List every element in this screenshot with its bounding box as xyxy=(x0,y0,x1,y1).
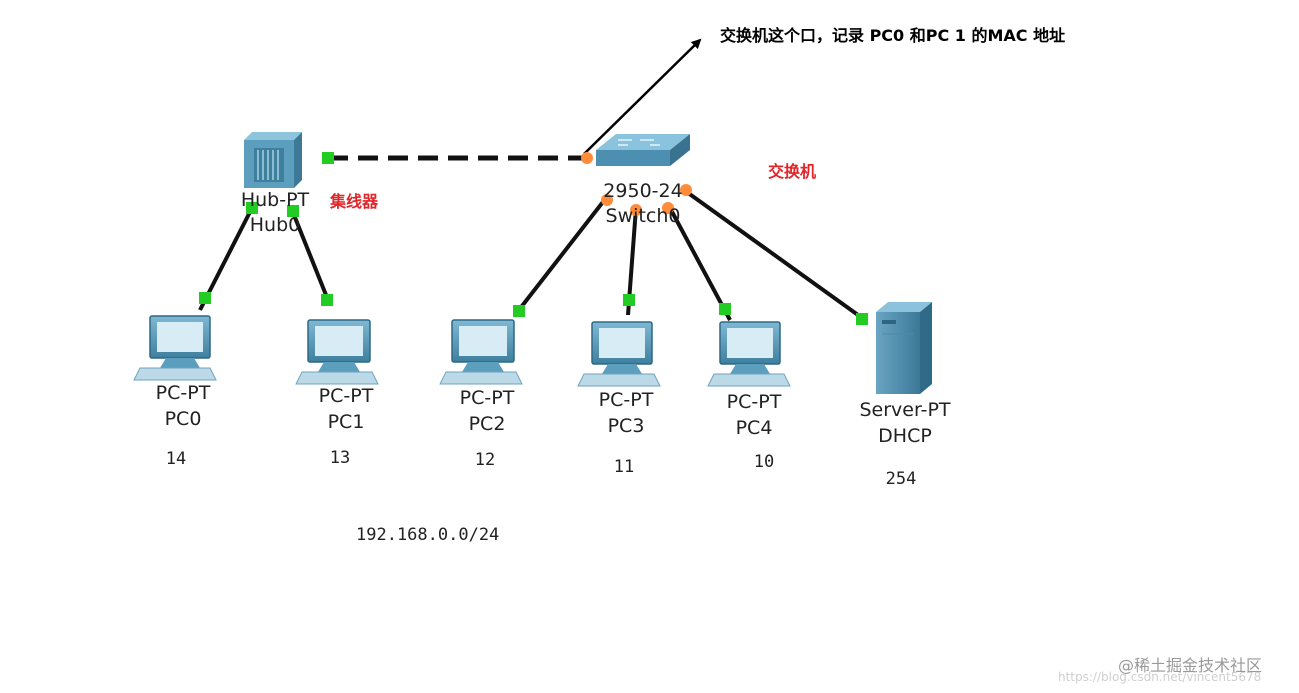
switch-note-label: 交换机 xyxy=(768,162,817,181)
port-up-indicator xyxy=(321,294,333,306)
pc3-device-icon[interactable] xyxy=(577,321,661,387)
port-up-indicator xyxy=(246,202,258,214)
pc4-model-label: PC-PT xyxy=(726,391,782,413)
pc2-name-label: PC2 xyxy=(468,413,506,435)
port-pending-indicator xyxy=(680,184,692,196)
cables xyxy=(198,155,867,322)
annotation-text: 交换机这个口，记录 PC0 和PC 1 的MAC 地址 xyxy=(720,26,1066,45)
port-up-indicator xyxy=(719,303,731,315)
pc1-host-label: 13 xyxy=(329,448,351,468)
port-up-indicator xyxy=(856,313,868,325)
cable-switch-pc2[interactable] xyxy=(513,196,608,317)
server-host-label: 254 xyxy=(885,469,917,489)
pc4-host-label: 10 xyxy=(753,452,775,472)
cable-hub-pc1[interactable] xyxy=(290,209,332,306)
pc4-device-icon[interactable] xyxy=(707,321,791,387)
port-up-indicator xyxy=(513,305,525,317)
port-pending-indicator xyxy=(662,202,674,214)
pc3-model-label: PC-PT xyxy=(598,389,654,411)
annotation-arrow xyxy=(583,38,702,155)
pc0-model-label: PC-PT xyxy=(155,382,211,404)
server-model-label: Server-PT xyxy=(859,399,951,421)
port-up-indicator xyxy=(287,205,299,217)
pc3-name-label: PC3 xyxy=(607,415,645,437)
hub-model-label: Hub-PT xyxy=(240,189,310,211)
pc0-name-label: PC0 xyxy=(164,408,202,430)
pc1-name-label: PC1 xyxy=(327,411,365,433)
hub-note-label: 集线器 xyxy=(330,192,379,211)
pc2-host-label: 12 xyxy=(474,450,496,470)
pc4-name-label: PC4 xyxy=(735,417,773,439)
port-up-indicator xyxy=(623,294,635,306)
port-pending-indicator xyxy=(601,194,613,206)
hub-name-label: Hub0 xyxy=(249,214,301,236)
port-up-indicator xyxy=(322,152,334,164)
pc2-device-icon[interactable] xyxy=(439,319,523,385)
port-pending-indicator xyxy=(581,152,593,164)
pc0-host-label: 14 xyxy=(165,449,187,469)
port-pending-indicator xyxy=(630,204,642,216)
switch-name-label: Switch0 xyxy=(605,205,681,227)
pc0-device-icon[interactable] xyxy=(133,315,217,381)
server-device-icon[interactable] xyxy=(876,302,932,394)
pc1-device-icon[interactable] xyxy=(295,319,379,385)
watermark-site: @稀土掘金技术社区 xyxy=(1118,656,1263,675)
hub-device-icon[interactable] xyxy=(244,132,302,188)
server-name-label: DHCP xyxy=(878,425,932,447)
pc3-host-label: 11 xyxy=(613,457,635,477)
port-indicators xyxy=(199,152,868,325)
cable-switch-server[interactable] xyxy=(682,188,867,322)
port-up-indicator xyxy=(199,292,211,304)
switch-model-label: 2950-24 xyxy=(603,180,683,202)
pc2-model-label: PC-PT xyxy=(459,387,515,409)
watermark-url: https://blog.csdn.net/vincent5678 xyxy=(1058,670,1262,684)
switch-device-icon[interactable] xyxy=(596,134,690,166)
pc1-model-label: PC-PT xyxy=(318,385,374,407)
cable-switch-pc4[interactable] xyxy=(668,207,732,321)
subnet-label: 192.168.0.0/24 xyxy=(356,525,500,545)
